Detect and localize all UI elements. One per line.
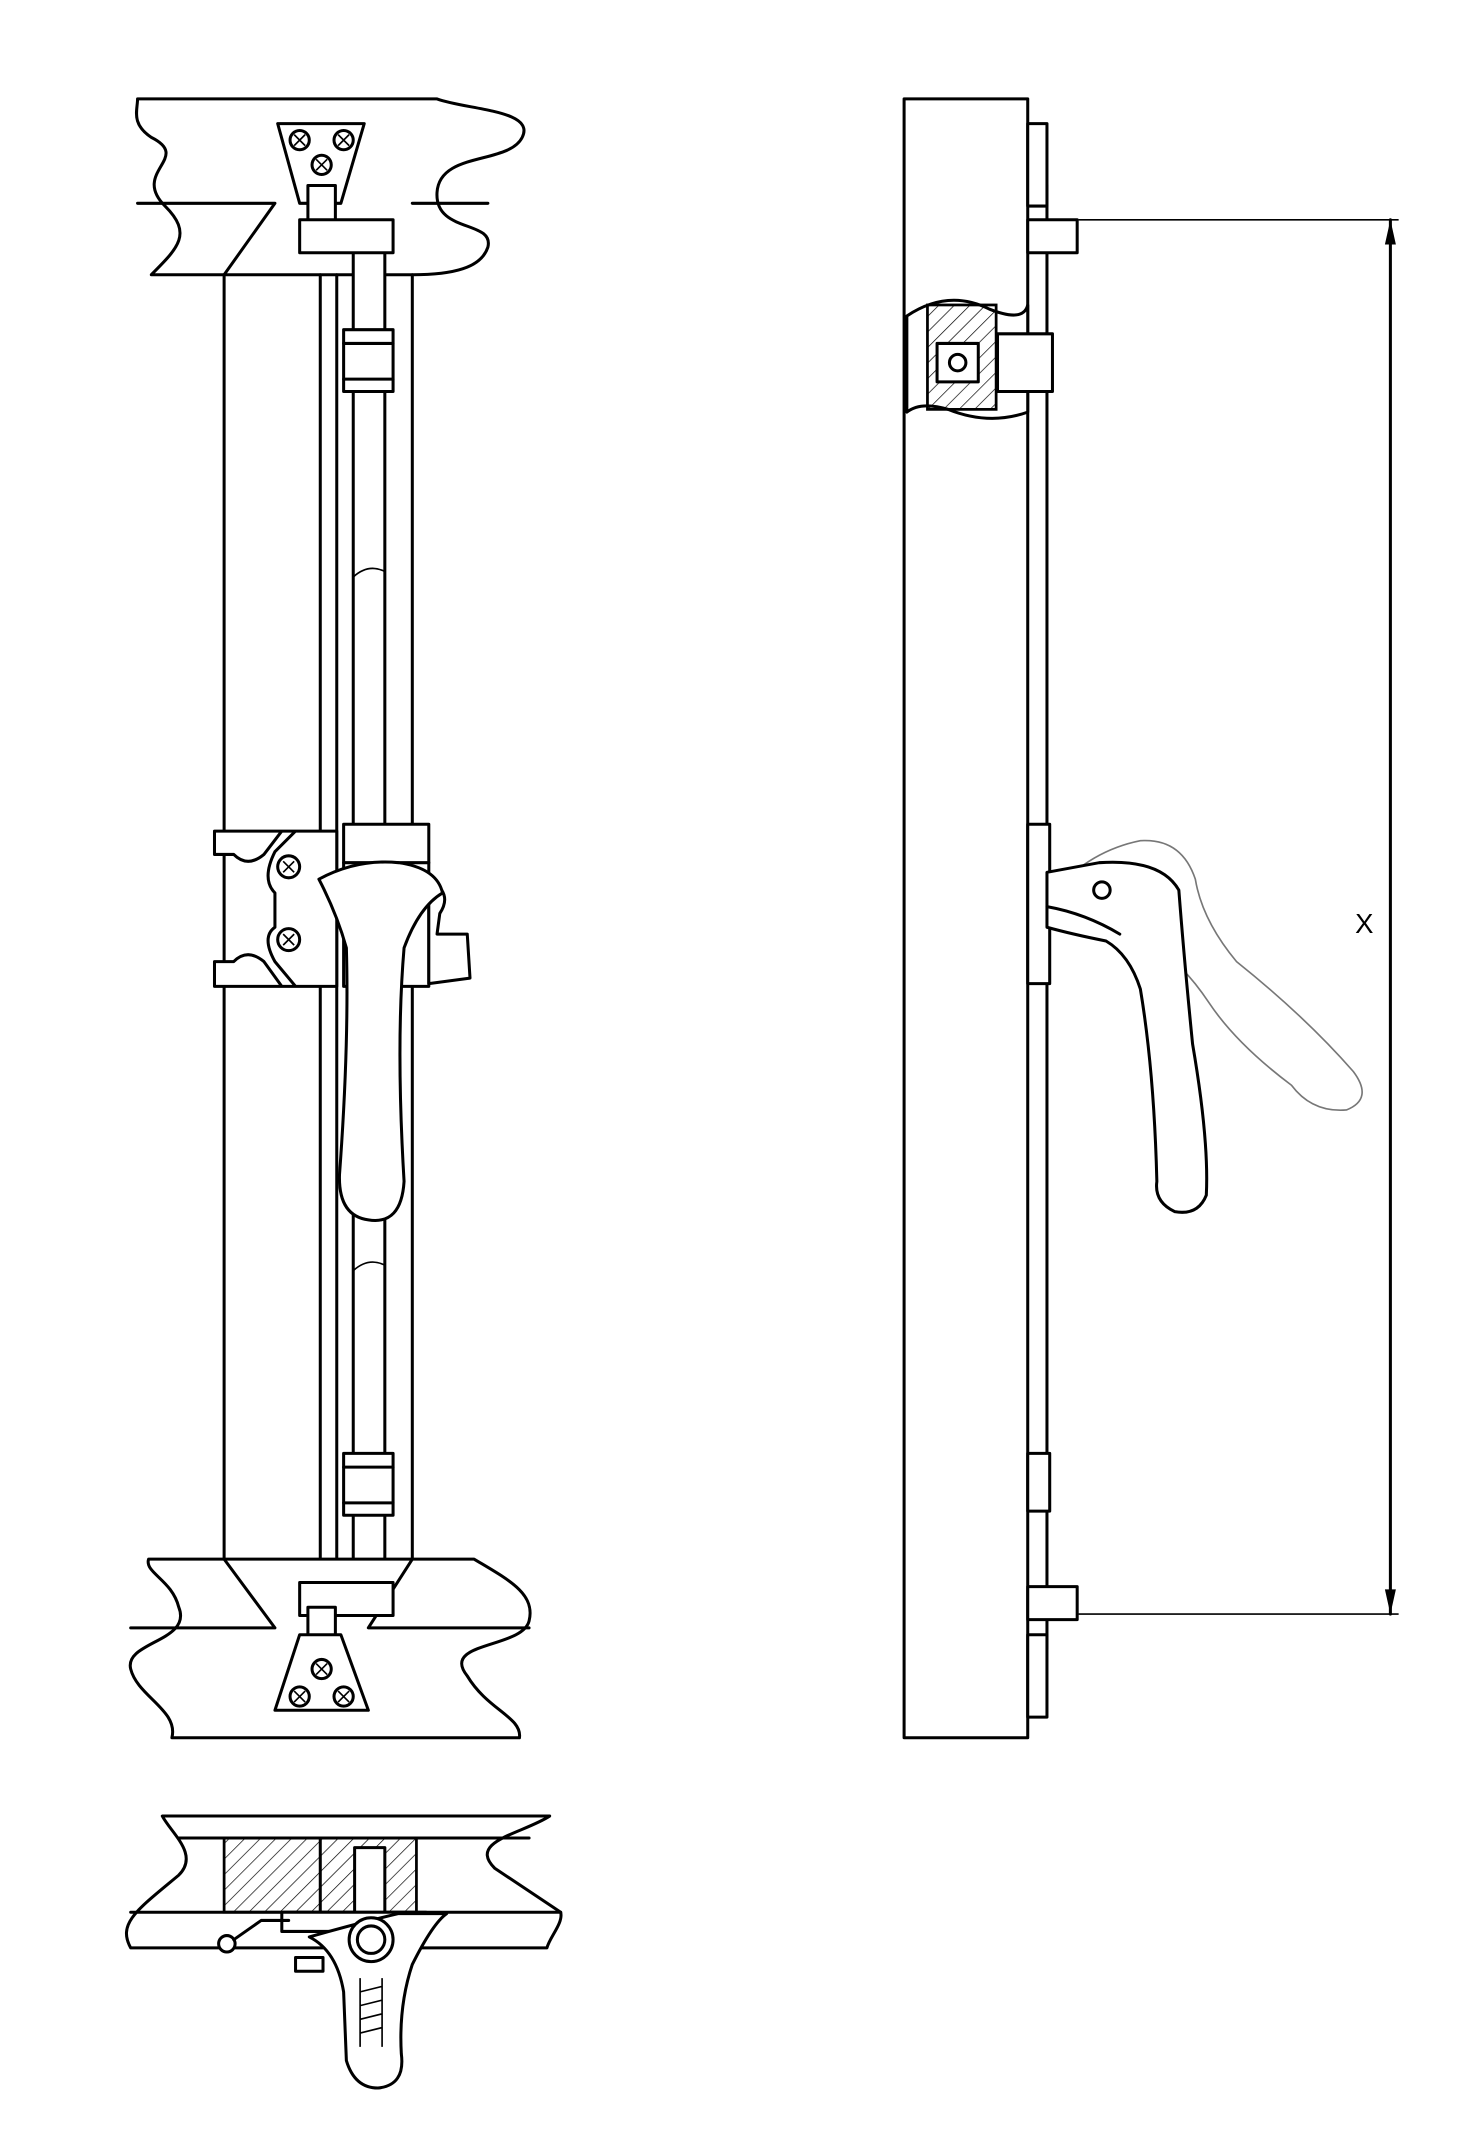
lever-handle — [317, 860, 445, 1222]
bottom-section-view — [125, 1814, 563, 2090]
screw-icon — [288, 128, 355, 176]
dimension-x: X — [1078, 218, 1399, 1616]
screw-icon — [276, 854, 302, 953]
rod-guide-top — [342, 328, 395, 394]
bottom-bolt-head — [1026, 1585, 1079, 1622]
top-strike — [298, 218, 395, 255]
rod-guide-bottom — [342, 1451, 395, 1517]
screw-icon — [288, 1657, 355, 1708]
side-view: X — [902, 97, 1399, 1740]
hinge-plate — [212, 829, 339, 988]
front-view — [128, 97, 532, 1740]
dimension-label: X — [1355, 908, 1373, 939]
side-lever-handle — [1045, 860, 1209, 1214]
top-bolt-head — [1026, 218, 1079, 255]
rod-guide — [995, 332, 1054, 394]
